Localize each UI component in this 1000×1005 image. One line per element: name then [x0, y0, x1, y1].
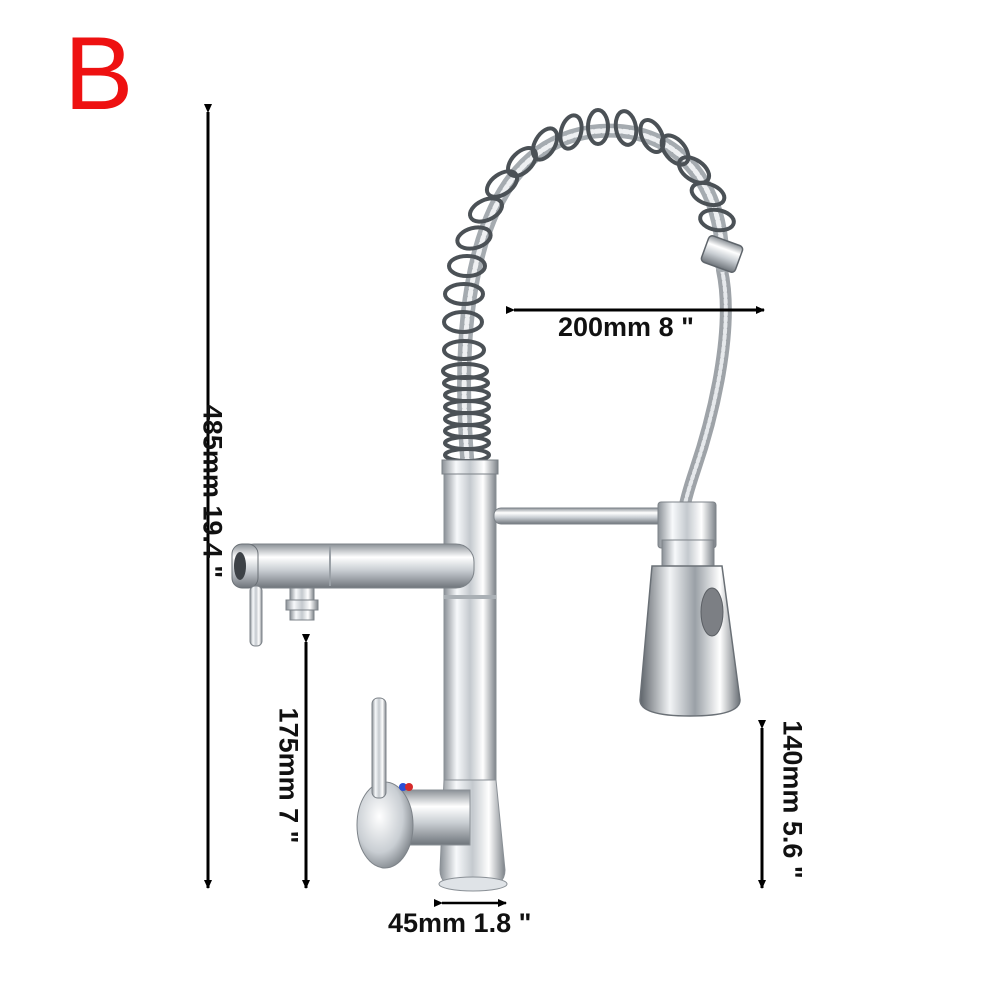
spring-coil [441, 108, 736, 463]
dimension-lines [204, 104, 766, 907]
spray-head-height-label: 140mm 5.6 " [777, 720, 808, 879]
handle-lever [371, 697, 387, 799]
inner-hose [457, 123, 730, 477]
braided-hose [678, 264, 732, 518]
spray-holder-arm [493, 507, 667, 525]
overall-height-label: 485mm 19.4 " [197, 404, 228, 579]
spray-mode-button-icon [700, 587, 724, 637]
spray-head [639, 565, 741, 717]
spout-clearance-label: 175mm 7 " [273, 707, 304, 844]
base-diameter-label: 45mm 1.8 " [388, 908, 532, 938]
pot-filler-spout [235, 543, 475, 589]
spout-lever [249, 585, 263, 647]
main-column [443, 459, 497, 791]
variant-letter: B [64, 16, 134, 132]
spring-width-label: 200mm 8 " [558, 312, 694, 342]
spring-end-ferrule [700, 235, 744, 273]
